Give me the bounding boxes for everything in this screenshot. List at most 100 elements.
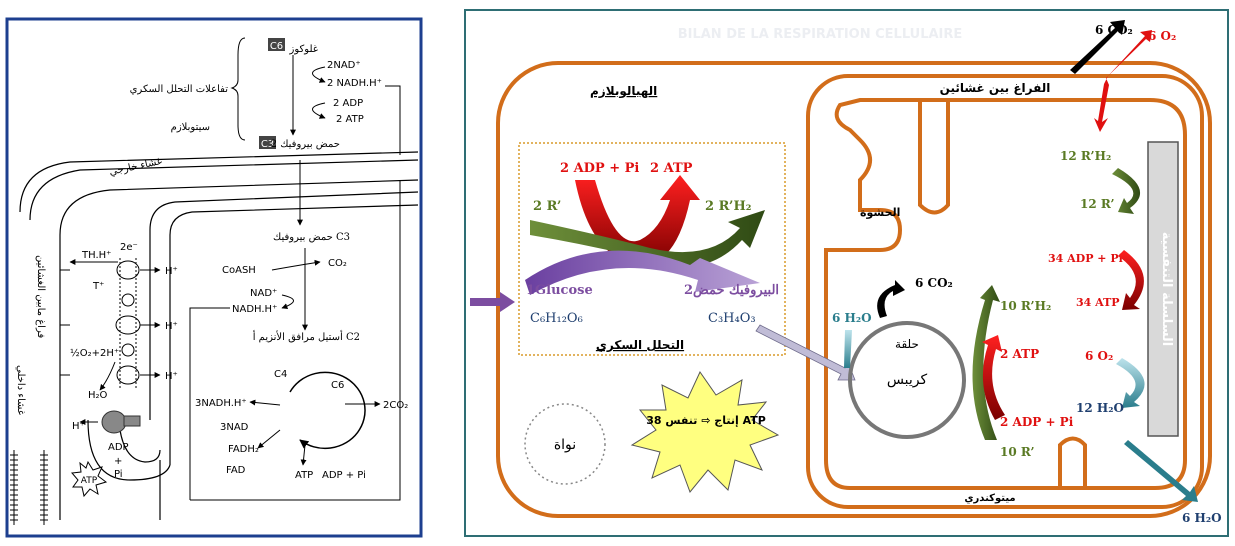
outer-membrane-line-1 [19,151,419,213]
atp-2-label: 2 ATP [1000,347,1039,361]
glucose-label: 1Glucose [526,283,593,298]
c4-label: C4 [274,369,287,380]
h2o-out-label: 6 H₂O [1182,511,1222,525]
nadh3-arrow [249,399,281,406]
right-panel-border [464,9,1229,537]
complex-1 [116,260,140,280]
co2-out-arrow [271,259,321,271]
half-o2-label: ½O₂+2H⁺ [70,347,119,359]
co2-out-arrow [1070,20,1125,74]
h2o-label: H₂O [88,390,108,401]
pyruvate-formula: C₃H₄O₃ [708,311,756,326]
nadh-label: 2 NADH.H⁺ [327,78,382,89]
r-12-label: 12 R’ [1080,197,1115,211]
crista-bottom [1058,436,1087,488]
purple-glucose-arrow [525,250,760,295]
t-plus-label: T⁺ [92,281,104,292]
starburst-label: 38 إنتاج ⇨ تنفس ATP [646,414,766,428]
krebs-h2o-label: 6 H₂O [832,311,872,325]
nad3-label: 3NAD [220,422,249,433]
fadh-arrow [257,429,281,449]
nadh3-label: 3NADH.H⁺ [195,398,247,409]
krebs-h2o-arrow [844,330,852,368]
acetyl-label: أستيل مرافق الأنزيم أ C2 [253,330,360,343]
respiratory-chain-label: السلسلة التنفسية [1159,232,1174,347]
pyruvate-label: 2البيروفيك حمض [684,283,779,298]
intermembrane-label: الفراغ بين غشائين [940,81,1051,95]
r-10-label: 10 R’ [1000,445,1035,459]
nadh-link: NADH.H⁺ [232,304,277,315]
matrix-label: الحشوة [860,206,900,219]
two-e-label: 2e⁻ [120,242,138,253]
o2-to-h2o-arrow [99,361,116,391]
right-panel: BILAN DE LA RESPIRATION CELLULAIRE الهيا… [464,9,1229,537]
nadh-link-line [189,307,230,500]
plus-small: + [114,456,122,467]
intermembrane-label: فراغ مابين الغشائين [35,255,46,338]
h-plus-4: H⁺ [72,421,85,432]
mitochondria-outer [806,74,1204,509]
c3-box [259,136,276,149]
outer-membrane-line-2 [29,159,419,221]
fad-label: FAD [226,465,246,476]
inner-membrane-fold [87,419,171,481]
h-plus-1: H⁺ [165,266,178,277]
inner-membrane-line-3 [149,191,419,420]
adp-label: 2 ADP [333,98,363,109]
rh2-10-label: 10 R’H₂ [1000,299,1051,313]
glycolysis-box [518,142,786,356]
inner-membrane-label: غشاء داخلي [15,365,26,415]
carrier-c [121,343,135,357]
crista-top [918,100,950,215]
krebs-rh2-arrow [972,285,1000,440]
rh2-12-arrow [1112,168,1141,214]
atp-label: 2 ATP [650,161,693,176]
h2o-12-label: 12 H₂O [1076,401,1124,415]
adp-curve [312,102,326,119]
left-panel: C6 غلوكوز 2NAD⁺ 2 NADH.H⁺ 2 ADP 2 ATP C3… [5,17,423,538]
adp-pi-label: ADP + Pi [322,470,366,481]
krebs-label-2: كريبس [887,372,928,388]
co2-out-label: 6 CO₂ [1095,23,1133,37]
atp2-label: ATP [295,470,313,481]
green-r-arrow [530,210,765,267]
nucleus [524,403,606,485]
c6-box [268,38,285,51]
rh2-12-label: 12 R’H₂ [1060,149,1111,163]
krebs-circle [848,321,966,439]
glucose-entry-arrow [470,292,515,312]
h-plus-2: H⁺ [165,321,178,332]
inner-membrane-line-1 [59,179,419,520]
glycolysis-label: التحلل السكري [596,338,684,352]
membrane-comb-2 [40,450,48,525]
nad-curve [312,66,326,83]
glycolysis-brace [230,37,246,141]
atp-34-label: 34 ATP [1076,296,1120,309]
atp-krebs-arrow [300,444,307,466]
nadh-line [385,85,401,155]
c6-box-label: C6 [270,41,283,52]
r-left-label: 2 R’ [533,199,561,214]
krebs-co2-label: 6 CO₂ [915,276,953,290]
inner-membrane-fold-2 [119,429,161,463]
o2-h2o-arrow [1116,358,1145,408]
atp-34-arrow [1118,250,1144,310]
glycolysis-reactions-label: تفاعلات التحلل السكري [130,84,229,95]
o2-in-arrow [1094,30,1152,132]
faded-title: BILAN DE LA RESPIRATION CELLULAIRE [678,27,963,42]
pyruvate-label: حمض بيروفيك 2 [271,139,340,150]
nad-link-curve [281,294,294,310]
return-line [190,180,401,501]
thh-label: TH.H⁺ [81,250,111,261]
inner-membrane-line-4 [169,204,419,465]
h2o-out-arrow [1124,440,1198,502]
cytoplasm-label: سيتوبلازم [171,122,210,133]
nad-label: 2NAD⁺ [327,60,361,71]
mitochondria-inner [824,98,1187,490]
respiratory-chain-bar [1147,141,1179,437]
nad-link: NAD⁺ [250,288,277,299]
c6-label: C6 [331,380,344,391]
glucose-label: غلوكوز [289,44,318,55]
adp-small: ADP [108,442,129,453]
